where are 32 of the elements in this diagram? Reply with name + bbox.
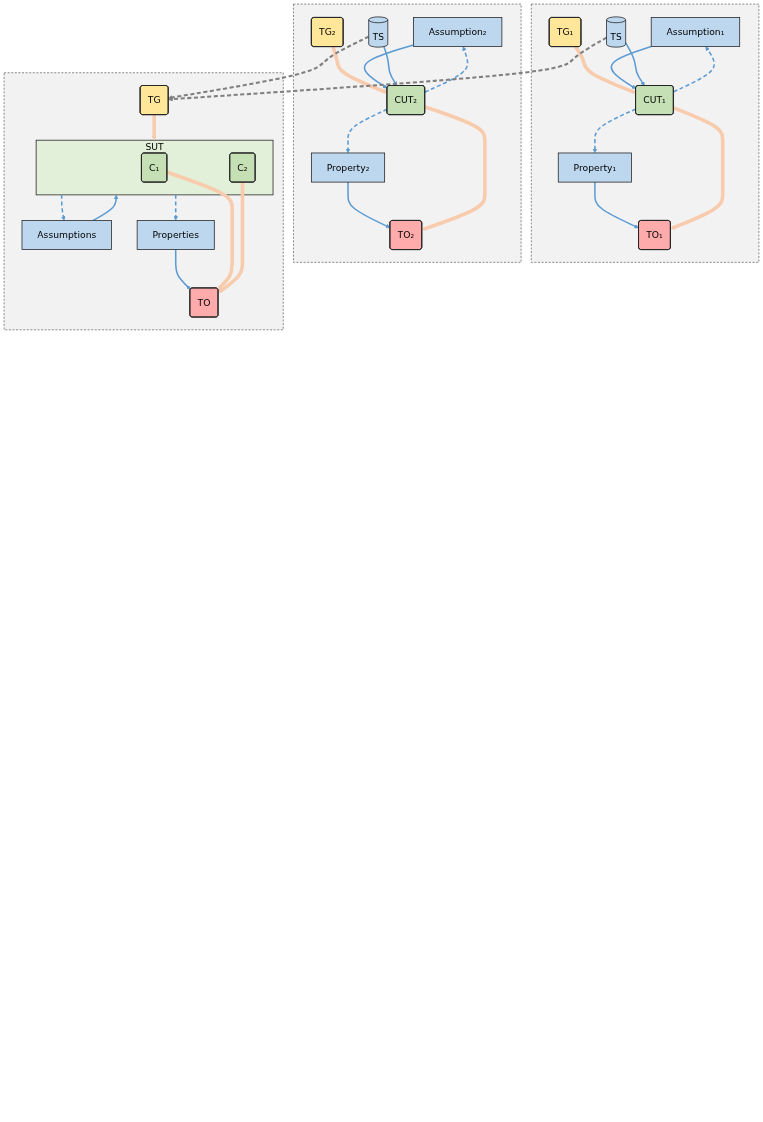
node-box: Assumption₂ bbox=[413, 17, 503, 47]
arrow bbox=[218, 182, 245, 293]
arrow bbox=[672, 46, 715, 93]
arrow bbox=[347, 181, 391, 228]
arrow bbox=[594, 181, 639, 229]
arrow bbox=[173, 194, 178, 221]
arrow bbox=[421, 105, 487, 231]
arrow bbox=[383, 45, 398, 86]
arrow bbox=[592, 108, 637, 154]
arrow bbox=[174, 248, 191, 290]
node-box: Property₁ bbox=[557, 152, 632, 183]
arrow bbox=[151, 114, 157, 141]
node-box: Properties bbox=[136, 220, 215, 250]
cluster bbox=[3, 72, 284, 331]
arrow bbox=[574, 45, 636, 94]
node-box: Property₂ bbox=[311, 152, 386, 183]
arrow bbox=[610, 45, 652, 89]
arrow bbox=[92, 194, 119, 222]
arrow bbox=[345, 108, 388, 154]
arrow bbox=[168, 36, 608, 102]
arrow bbox=[331, 46, 388, 94]
arrow bbox=[166, 170, 234, 290]
arrow bbox=[424, 46, 469, 93]
arrow bbox=[670, 106, 725, 230]
arrow bbox=[168, 35, 370, 100]
arrow bbox=[60, 194, 66, 221]
node-box: Assumptions bbox=[21, 220, 112, 250]
arrow bbox=[624, 42, 645, 86]
cluster bbox=[531, 3, 760, 263]
arrow bbox=[363, 44, 415, 89]
node-box: Assumption₁ bbox=[650, 17, 741, 47]
cluster bbox=[293, 3, 522, 263]
